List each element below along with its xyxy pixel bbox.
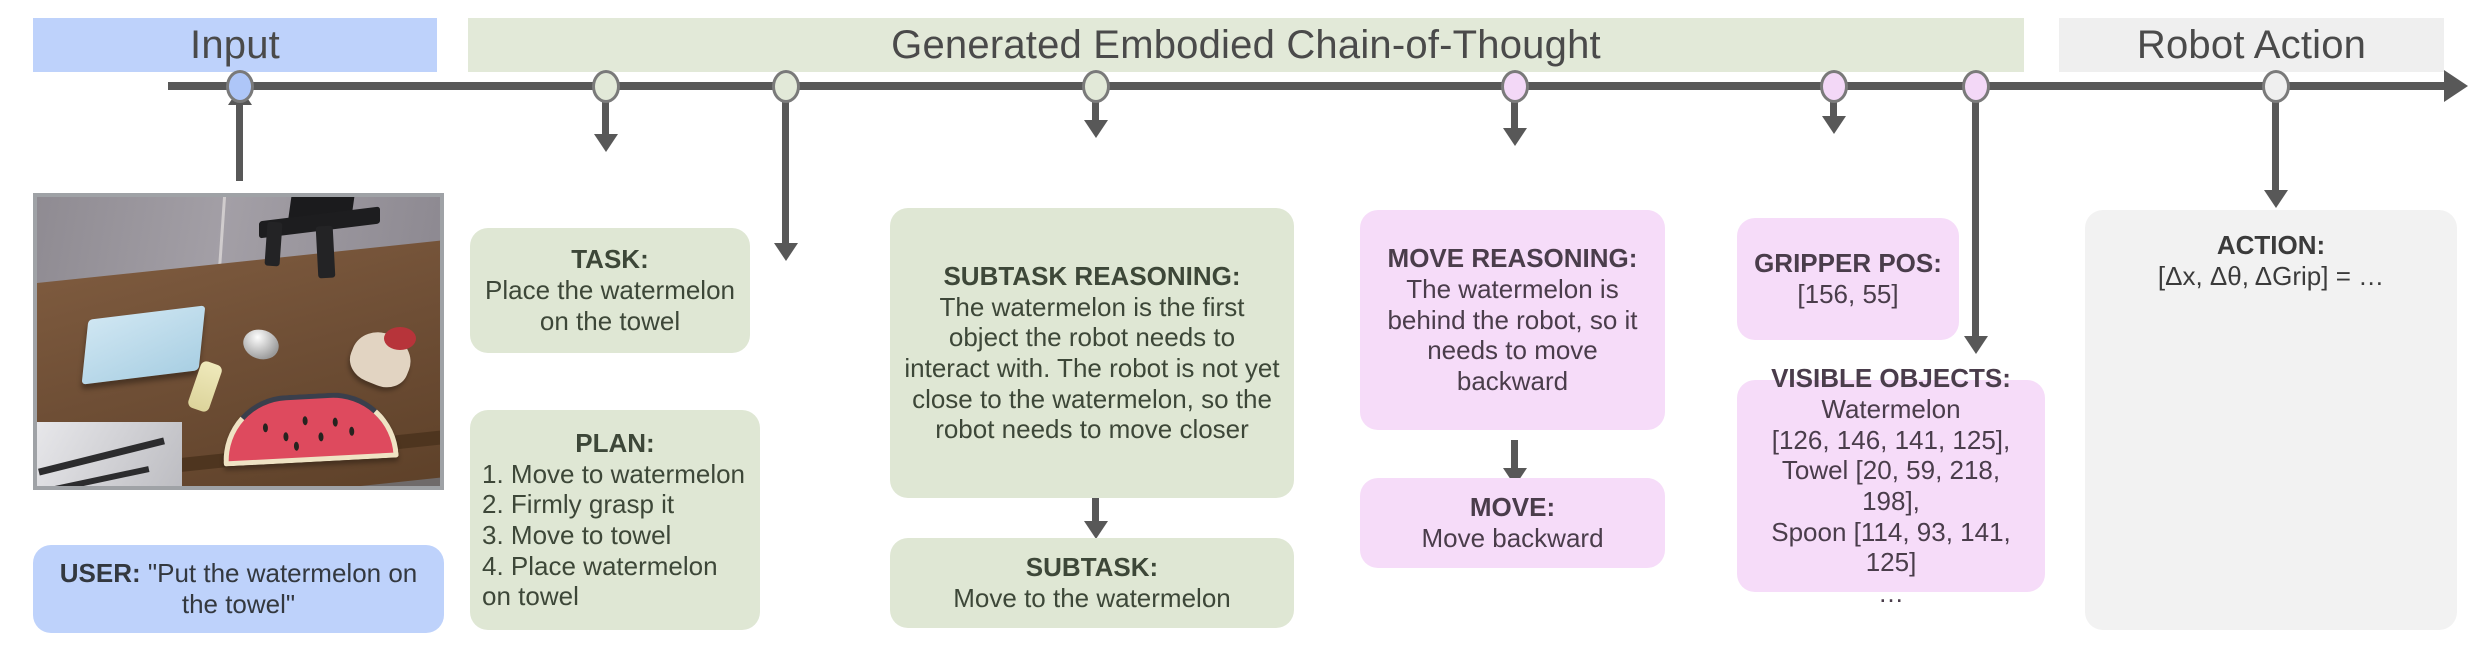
move-body: Move backward [1421,523,1604,553]
timeline-arrowhead-icon [2444,70,2468,102]
visible-objects-line-1: Watermelon [1821,393,1961,424]
subtask-reasoning-box: SUBTASK REASONING: The watermelon is the… [890,208,1294,498]
gripper-pos-heading: GRIPPER POS: [1754,248,1942,279]
user-instruction-box: USER: "Put the watermelon on the towel" [33,545,444,633]
connector-subtask-reasoning [1083,100,1108,138]
connector-move [1502,440,1527,486]
connector-action [2263,100,2288,208]
visible-objects-line-3: Towel [20, 59, 218, 198], [1781,455,2001,516]
move-reasoning-body: The watermelon is behind the robot, so i… [1387,273,1638,396]
subtask-body: Move to the watermelon [953,583,1231,613]
header-label-robot-action: Robot Action [2136,22,2367,67]
plan-step-2: 2. Firmly grasp it [482,489,675,520]
move-reasoning-heading: MOVE REASONING: [1387,243,1638,274]
gripper-pos-body: [156, 55] [1797,279,1899,309]
timeline-node-plan[interactable] [772,70,800,103]
subtask-reasoning-heading: SUBTASK REASONING: [943,260,1241,291]
subtask-heading: SUBTASK: [1025,552,1159,583]
header-label-input: Input [190,22,280,67]
connector-task [593,100,618,152]
visible-objects-line-4: Spoon [114, 93, 141, 125] [1771,516,2011,578]
move-box: MOVE: Move backward [1360,478,1665,568]
connector-move-reasoning [1502,100,1527,146]
header-label-chain-of-thought: Generated Embodied Chain-of-Thought [891,22,1601,67]
connector-input-photo [227,87,252,181]
plan-step-4: 4. Place watermelon on towel [482,550,718,612]
gripper-pos-box: GRIPPER POS: [156, 55] [1737,218,1959,340]
timeline-node-gripper-pos[interactable] [1820,70,1848,103]
connector-plan [773,100,798,261]
visible-objects-line-2: [126, 146, 141, 125], [1771,424,2011,455]
move-reasoning-box: MOVE REASONING: The watermelon is behind… [1360,210,1665,430]
plan-box: PLAN: 1. Move to watermelon 2. Firmly gr… [470,410,760,630]
subtask-reasoning-body: The watermelon is the first object the r… [904,291,1280,445]
header-band-chain-of-thought: Generated Embodied Chain-of-Thought [468,18,2024,72]
task-box-body: Place the watermelon on the towel [484,275,736,336]
task-box-heading: TASK: [571,244,649,275]
timeline-node-action[interactable] [2262,70,2290,103]
scene-image [33,193,444,490]
robot-gripper-in-scene [258,197,380,295]
action-heading: ACTION: [2216,230,2326,260]
user-box-label: USER: [59,558,141,589]
header-band-robot-action: Robot Action [2059,18,2444,72]
timeline-node-subtask-reasoning[interactable] [1082,70,1110,103]
user-box-text: "Put the watermelon on the towel" [147,558,418,619]
visible-objects-box: VISIBLE OBJECTS: Watermelon [126, 146, 1… [1737,363,2045,608]
timeline-node-visible-objects[interactable] [1962,70,1990,103]
plan-step-3: 3. Move to towel [482,520,672,550]
task-box: TASK: Place the watermelon on the towel [470,228,750,353]
connector-gripper-pos [1821,100,1846,134]
timeline-node-input[interactable] [226,70,254,103]
header-band-input: Input [33,18,437,72]
subtask-box: SUBTASK: Move to the watermelon [890,538,1294,628]
timeline-node-task[interactable] [592,70,620,103]
plan-box-heading: PLAN: [575,427,655,458]
timeline-axis [168,82,2448,90]
connector-subtask [1083,495,1108,539]
move-heading: MOVE: [1469,492,1556,523]
action-body: [Δx, Δθ, ΔGrip] = … [2157,260,2385,291]
visible-objects-line-5: … [1878,578,1904,609]
plan-step-1: 1. Move to watermelon [482,458,746,489]
visible-objects-heading: VISIBLE OBJECTS: [1771,363,2011,394]
connector-visible-objects [1963,100,1988,354]
timeline-node-move-reasoning[interactable] [1501,70,1529,103]
action-box: ACTION: [Δx, Δθ, ΔGrip] = … [2085,210,2457,630]
